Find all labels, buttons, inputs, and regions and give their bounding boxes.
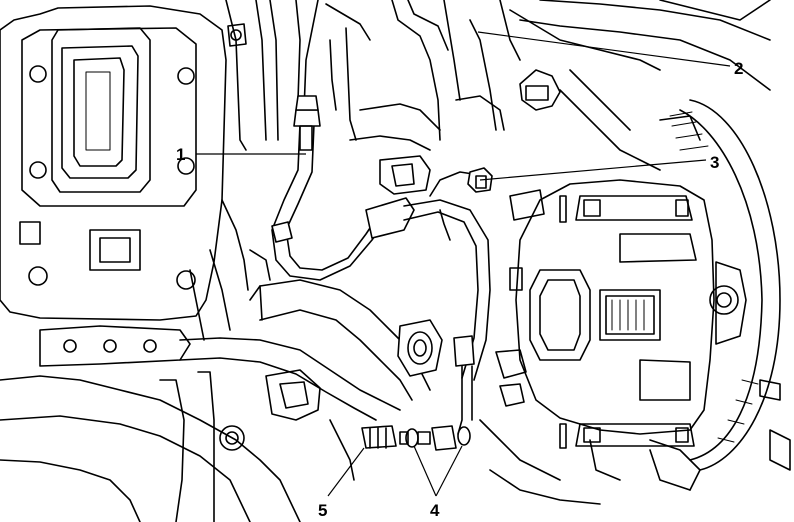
leader-3 <box>479 159 707 181</box>
callout-1: 1 <box>176 145 185 164</box>
brake-caliper <box>495 179 791 491</box>
callout-5: 5 <box>318 501 327 520</box>
leader-4b <box>435 445 463 497</box>
callout-2: 2 <box>734 59 743 78</box>
callout-labels: 1 2 3 4 5 <box>176 59 743 520</box>
callout-4: 4 <box>430 501 440 520</box>
upper-body-structure <box>225 0 771 195</box>
leader-2 <box>477 31 731 67</box>
brake-rotor <box>649 99 781 491</box>
callout-3: 3 <box>710 153 719 172</box>
callout-leaders <box>196 31 731 497</box>
brake-hose-assembly <box>271 95 493 451</box>
frame-bracket <box>0 5 227 321</box>
leader-4a <box>413 445 437 497</box>
lower-suspension <box>0 199 601 522</box>
leader-5 <box>327 447 365 497</box>
